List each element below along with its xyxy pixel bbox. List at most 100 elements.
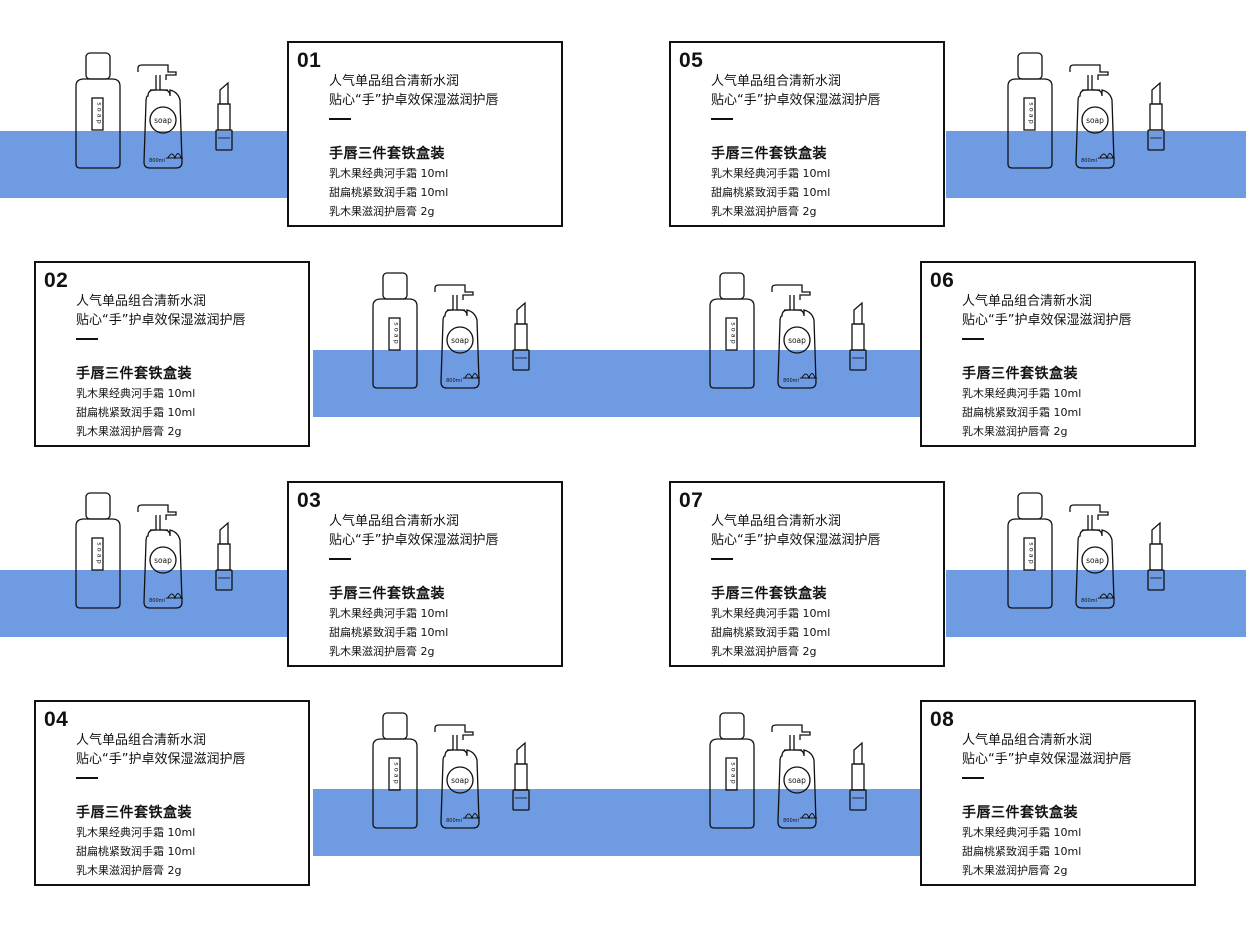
product-card-6: 06 人气单品组合清新水润 贴心“手”护卓效保湿滋润护唇 手唇三件套铁盒装 乳木… [920,261,1196,447]
toner-bottle-icon: soap [372,272,418,389]
accent-band-4 [313,789,921,856]
svg-text:800ml: 800ml [1081,158,1097,164]
card-number: 06 [930,269,955,292]
card-item: 甜扁桃紧致润手霜 10ml [711,186,831,199]
card-number: 05 [679,49,704,72]
toner-bottle-icon: soap [372,712,418,829]
card-item: 乳木果滋润护唇膏 2g [711,205,817,218]
svg-text:soap: soap [154,556,172,565]
accent-band-2 [313,350,921,417]
svg-text:800ml: 800ml [149,158,165,164]
product-group-1: soap soap 800ml [68,50,248,170]
svg-text:soap: soap [96,542,104,565]
card-number: 07 [679,489,704,512]
card-title: 手唇三件套铁盒装 [76,805,192,821]
svg-text:soap: soap [393,762,401,785]
svg-text:soap: soap [154,116,172,125]
lipstick-icon [512,741,530,811]
card-item: 甜扁桃紧致润手霜 10ml [76,406,196,419]
card-tagline-1: 人气单品组合清新水润 [711,74,842,89]
card-number: 03 [297,489,322,512]
product-group-7: soap soap 800ml [1000,490,1180,610]
card-tagline-2: 贴心“手”护卓效保湿滋润护唇 [711,533,881,548]
card-item: 甜扁桃紧致润手霜 10ml [76,845,196,858]
card-number: 08 [930,708,955,731]
product-group-3: soap soap 800ml [68,490,248,610]
card-tagline-2: 贴心“手”护卓效保湿滋润护唇 [76,313,246,328]
card-title: 手唇三件套铁盒装 [962,366,1078,382]
toner-bottle-icon: soap [709,712,755,829]
card-item: 乳木果滋润护唇膏 2g [962,425,1068,438]
svg-text:800ml: 800ml [149,598,165,604]
svg-text:soap: soap [1028,542,1036,565]
card-title: 手唇三件套铁盒装 [962,805,1078,821]
pump-soap-bottle-icon: soap 800ml [771,284,817,389]
product-group-6: soap soap 800ml [702,270,882,390]
card-separator [962,338,984,340]
svg-text:800ml: 800ml [783,378,799,384]
card-item: 乳木果经典河手霜 10ml [329,607,449,620]
card-item: 乳木果滋润护唇膏 2g [329,645,435,658]
card-title: 手唇三件套铁盒装 [711,586,827,602]
product-group-8: soap soap 800ml [702,710,882,830]
card-tagline-2: 贴心“手”护卓效保湿滋润护唇 [329,533,499,548]
svg-text:soap: soap [788,336,806,345]
card-tagline-2: 贴心“手”护卓效保湿滋润护唇 [76,752,246,767]
card-separator [329,118,351,120]
svg-text:800ml: 800ml [783,818,799,824]
card-title: 手唇三件套铁盒装 [711,146,827,162]
card-item: 甜扁桃紧致润手霜 10ml [962,845,1082,858]
card-item: 甜扁桃紧致润手霜 10ml [711,626,831,639]
card-tagline-1: 人气单品组合清新水润 [962,294,1093,309]
card-separator [76,338,98,340]
lipstick-icon [849,741,867,811]
pump-soap-bottle-icon: soap 800ml [137,504,183,609]
card-title: 手唇三件套铁盒装 [329,586,445,602]
card-separator [711,118,733,120]
card-number: 02 [44,269,69,292]
svg-text:soap: soap [788,776,806,785]
card-tagline-1: 人气单品组合清新水润 [962,733,1093,748]
card-title: 手唇三件套铁盒装 [329,146,445,162]
pump-soap-bottle-icon: soap 800ml [1069,504,1115,609]
card-item: 乳木果滋润护唇膏 2g [76,864,182,877]
lipstick-icon [215,521,233,591]
card-item: 乳木果滋润护唇膏 2g [711,645,817,658]
card-tagline-2: 贴心“手”护卓效保湿滋润护唇 [962,313,1132,328]
svg-text:soap: soap [451,336,469,345]
product-card-5: 05 人气单品组合清新水润 贴心“手”护卓效保湿滋润护唇 手唇三件套铁盒装 乳木… [669,41,945,227]
svg-text:soap: soap [1086,556,1104,565]
card-tagline-2: 贴心“手”护卓效保湿滋润护唇 [962,752,1132,767]
card-item: 乳木果滋润护唇膏 2g [76,425,182,438]
svg-text:soap: soap [393,322,401,345]
card-separator [962,777,984,779]
lipstick-icon [215,81,233,151]
card-number: 04 [44,708,69,731]
product-group-2: soap soap 800ml [365,270,545,390]
card-item: 乳木果滋润护唇膏 2g [329,205,435,218]
card-item: 乳木果经典河手霜 10ml [962,387,1082,400]
product-group-4: soap soap 800ml [365,710,545,830]
product-card-4: 04 人气单品组合清新水润 贴心“手”护卓效保湿滋润护唇 手唇三件套铁盒装 乳木… [34,700,310,886]
pump-soap-bottle-icon: soap 800ml [434,724,480,829]
card-tagline-1: 人气单品组合清新水润 [329,514,460,529]
card-separator [76,777,98,779]
accent-band-5 [946,131,1246,198]
pump-soap-bottle-icon: soap 800ml [1069,64,1115,169]
card-item: 乳木果经典河手霜 10ml [711,607,831,620]
card-tagline-2: 贴心“手”护卓效保湿滋润护唇 [711,93,881,108]
lipstick-icon [512,301,530,371]
card-item: 乳木果经典河手霜 10ml [711,167,831,180]
accent-band-7 [946,570,1246,637]
product-group-5: soap soap 800ml [1000,50,1180,170]
card-title: 手唇三件套铁盒装 [76,366,192,382]
card-tagline-1: 人气单品组合清新水润 [76,733,207,748]
svg-text:soap: soap [730,762,738,785]
toner-bottle-icon: soap [1007,492,1053,609]
lipstick-icon [1147,521,1165,591]
card-tagline-1: 人气单品组合清新水润 [76,294,207,309]
svg-text:soap: soap [96,102,104,125]
toner-bottle-icon: soap [75,492,121,609]
svg-text:soap: soap [1028,102,1036,125]
toner-bottle-icon: soap [1007,52,1053,169]
